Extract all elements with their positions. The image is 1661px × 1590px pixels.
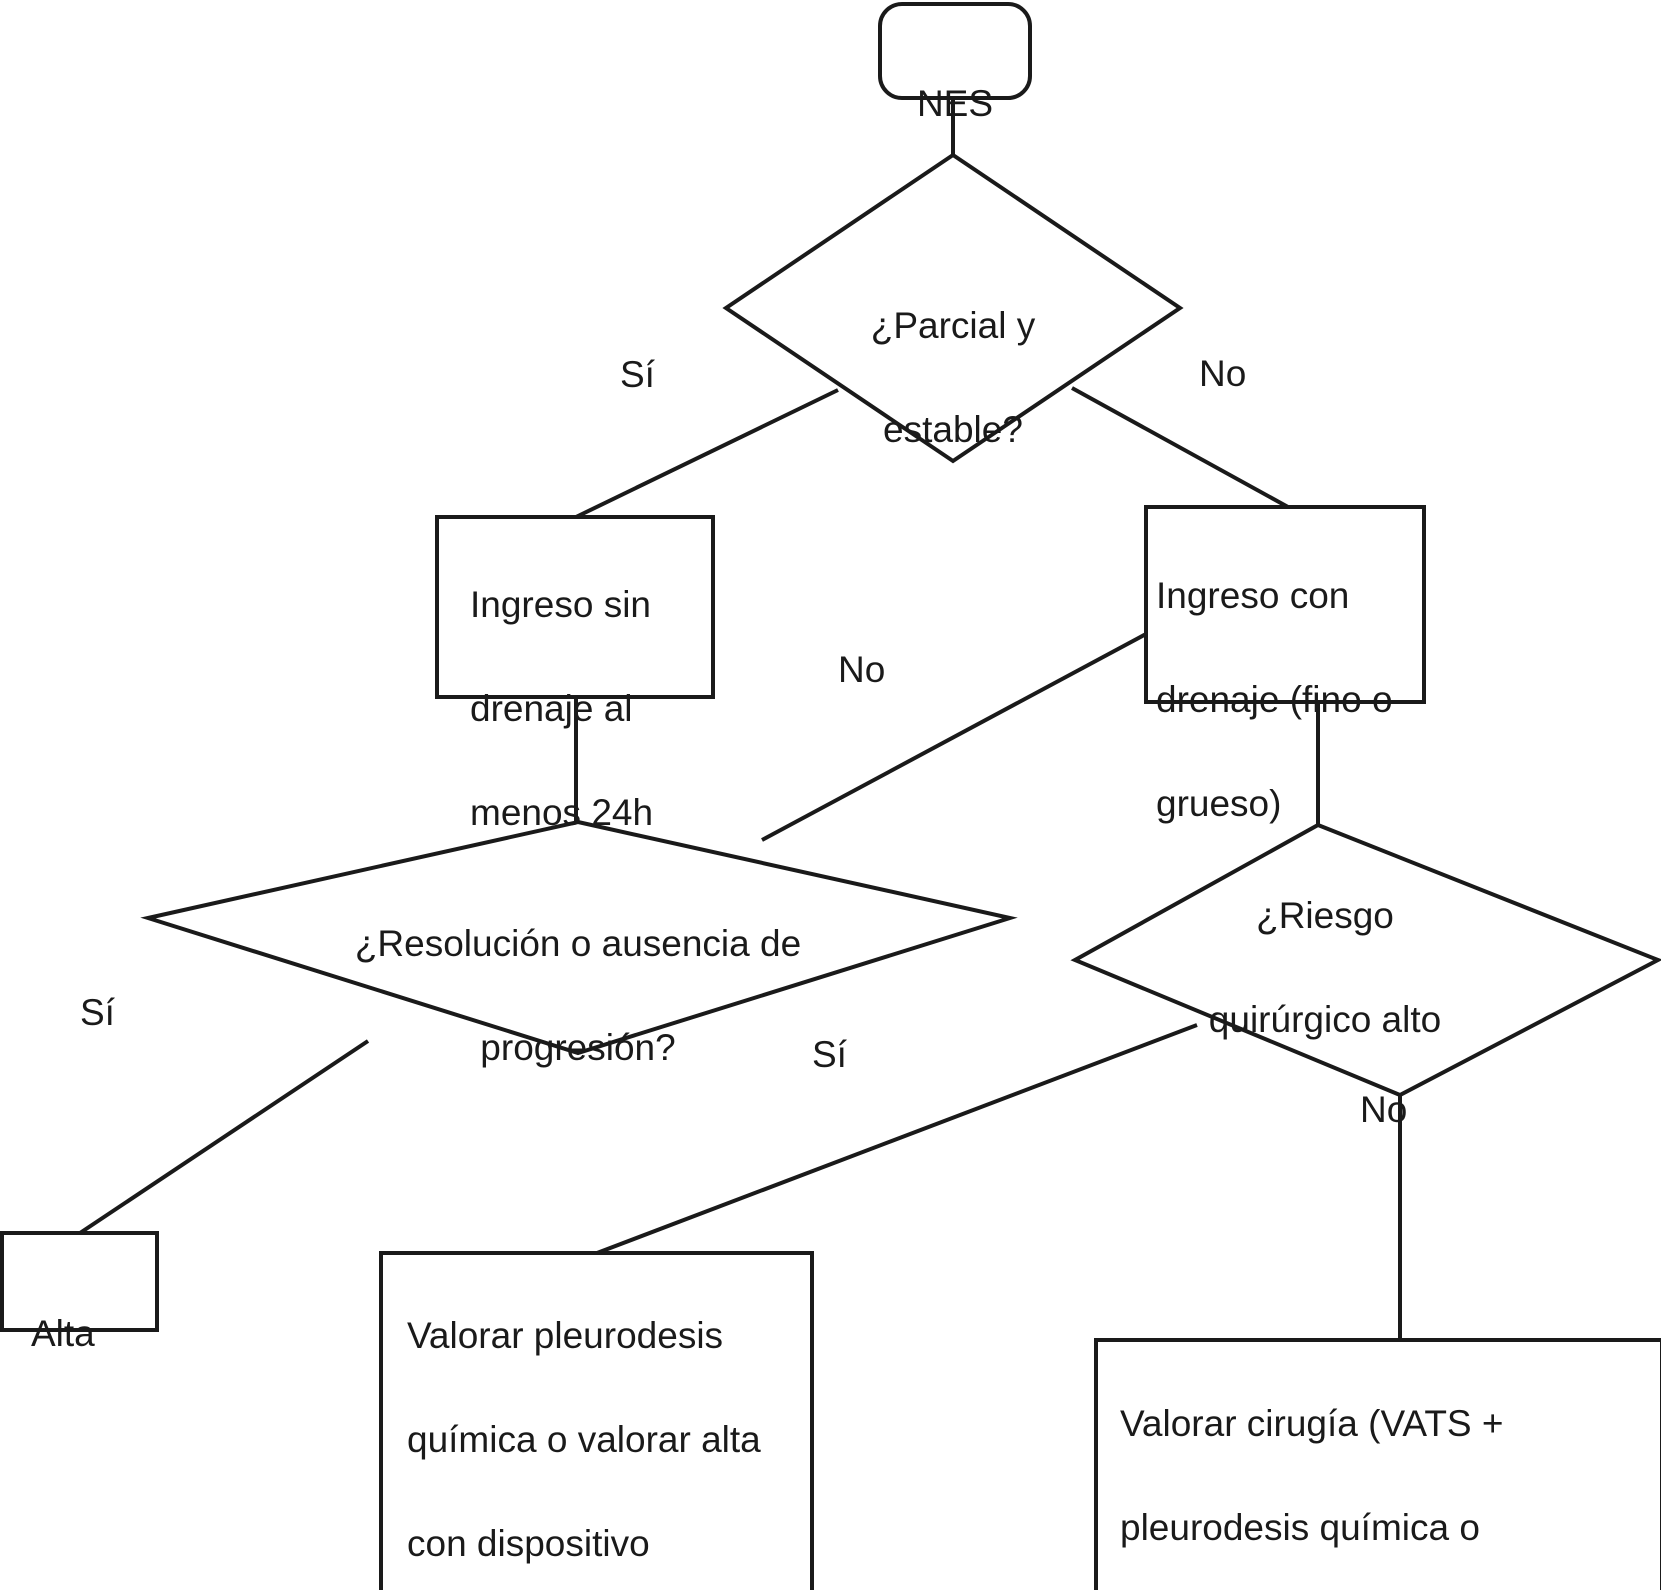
edge-label-parcial-si: Sí: [620, 354, 655, 395]
node-nes-shape[interactable]: [878, 2, 1032, 100]
node-riesgo-shape[interactable]: [1070, 822, 1661, 1098]
edge-resolucion-si-to-alta: [78, 1039, 370, 1235]
edge-riesgo-si-to-pleurodesis: [596, 1023, 1198, 1255]
edge-label-riesgo-si: Sí: [812, 1034, 847, 1075]
edge-parcial-no-to-con-drenaje: [1071, 386, 1289, 509]
edge-parcial-si-to-sin-drenaje: [575, 388, 839, 519]
node-alta-shape[interactable]: [0, 1231, 159, 1332]
node-pleurodesis-shape[interactable]: [379, 1251, 814, 1590]
edge-label-drenaje-no: No: [838, 649, 886, 690]
node-cirugia-shape[interactable]: [1094, 1338, 1661, 1590]
edge-label-parcial-no: No: [1199, 353, 1247, 394]
node-parcial-shape[interactable]: [722, 152, 1184, 464]
edge-con-drenaje-no-to-resolucion: [761, 632, 1147, 842]
node-con-drenaje-shape[interactable]: [1144, 505, 1426, 704]
node-sin-drenaje-shape[interactable]: [435, 515, 715, 699]
edge-label-riesgo-no: No: [1360, 1089, 1408, 1130]
node-resolucion-shape[interactable]: [140, 819, 1018, 1056]
edge-label-resolucion-si: Sí: [80, 992, 115, 1033]
